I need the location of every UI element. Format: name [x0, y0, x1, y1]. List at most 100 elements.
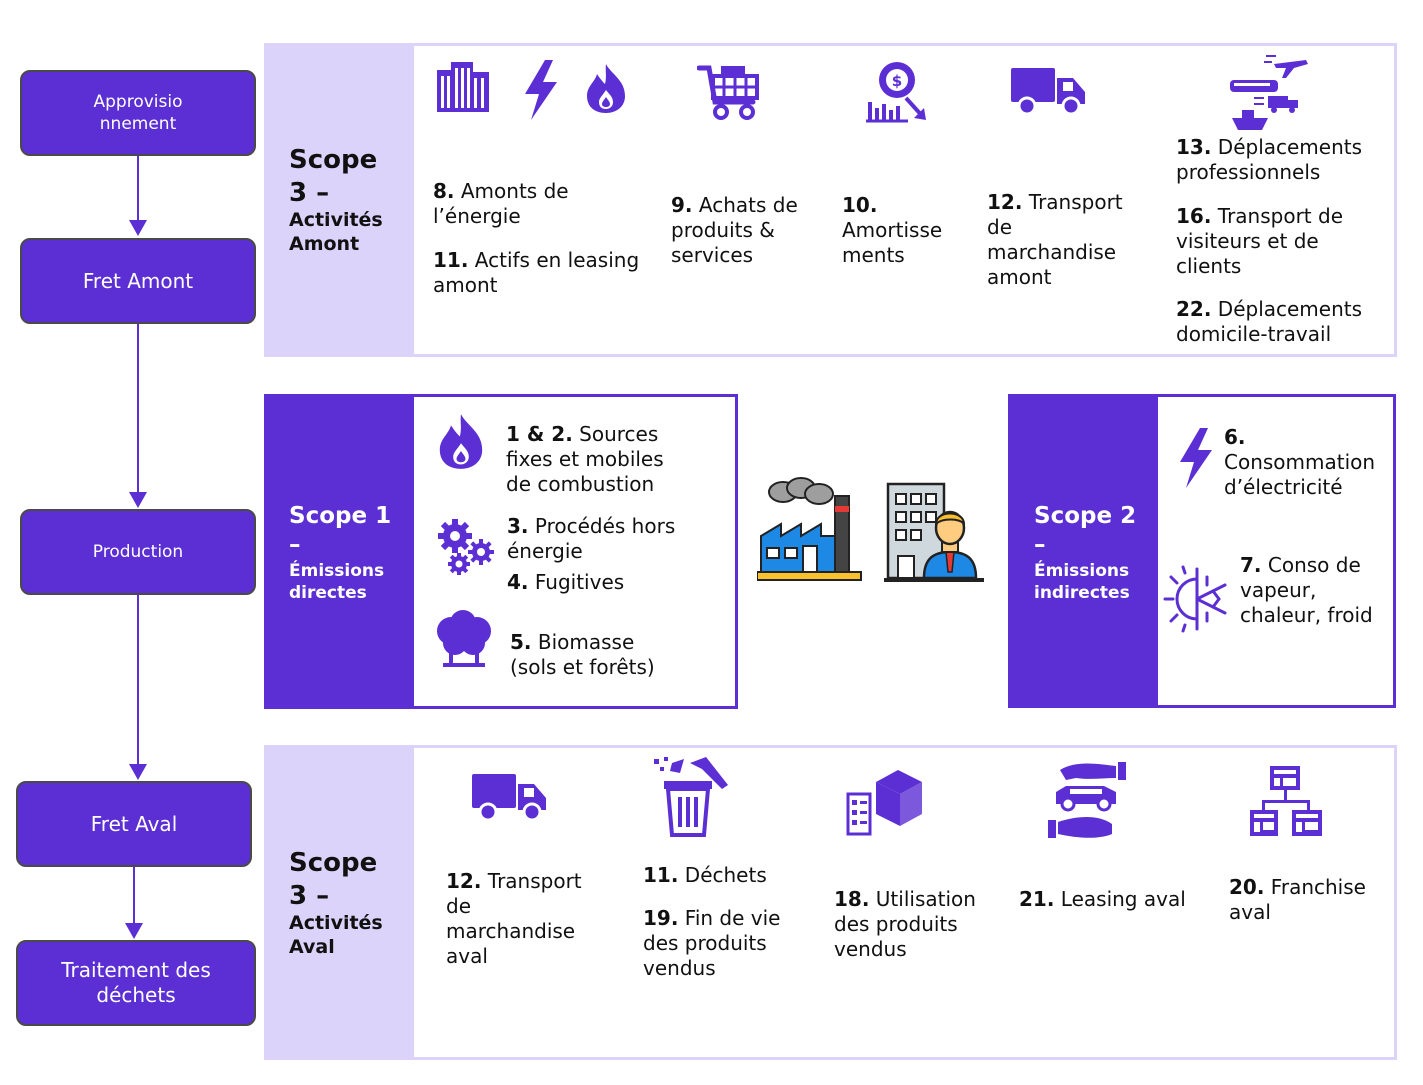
- item-number: 11.: [643, 863, 679, 887]
- scope-title-main: Scope 3 –: [289, 145, 378, 208]
- scope3-upstream-sidebar: [264, 43, 414, 357]
- scope1-item-3: 3. Procédés hors énergie: [507, 514, 707, 564]
- scope1-item-4: 4. Fugitives: [507, 570, 707, 595]
- scope1-item-5: 5. Biomasse (sols et forêts): [510, 630, 675, 680]
- scope3-upstream-title: Scope 3 – Activités Amont: [289, 144, 399, 257]
- scope2-item-6: 6. Consommation d’électricité: [1224, 425, 1394, 500]
- upstream-item-8: 8. Amonts de l’énergie: [433, 179, 633, 229]
- scope-title-sub: Émissions indirectes: [1034, 560, 1130, 603]
- office-worker-icon: [884, 480, 988, 584]
- depreciation-icon: $: [864, 58, 930, 124]
- scope1-item-1-2: 1 & 2. Sources fixes et mobiles de combu…: [506, 422, 686, 497]
- flow-step-fret-aval: Fret Aval: [16, 781, 252, 867]
- flow-step-label: Fret Amont: [82, 269, 194, 293]
- shopping-cart-icon: [697, 62, 763, 120]
- item-number: 8.: [433, 179, 455, 203]
- item-text: Déchets: [678, 863, 767, 887]
- flow-arrowhead: [125, 923, 143, 939]
- downstream-item-11: 11. Déchets: [643, 863, 813, 888]
- franchise-icon: [1248, 764, 1324, 838]
- upstream-item-13: 13. Déplacements professionnels: [1176, 135, 1391, 185]
- item-number: 5.: [510, 630, 532, 654]
- flow-arrowhead: [129, 764, 147, 780]
- scope2-title: Scope 2 – Émissions indirectes: [1034, 502, 1149, 604]
- downstream-item-12: 12. Transport de marchandise aval: [446, 869, 606, 969]
- downstream-item-20: 20. Franchise aval: [1229, 875, 1389, 925]
- flow-step-label: Production: [92, 542, 184, 562]
- item-number: 11.: [433, 248, 469, 272]
- product-box-icon: [846, 764, 924, 836]
- item-number: 7.: [1240, 553, 1262, 577]
- item-text: Franchise aval: [1229, 875, 1366, 924]
- item-text: Amortisse ments: [842, 218, 943, 267]
- item-number: 10.: [842, 193, 878, 217]
- scope-title-main: Scope 1 –: [289, 503, 392, 558]
- item-number: 20.: [1229, 875, 1265, 899]
- flow-step-label: Traitement des déchets: [61, 958, 211, 1007]
- fire-icon: [585, 62, 627, 114]
- factory-icon: [757, 476, 865, 582]
- item-text: Transport de visiteurs et de clients: [1176, 204, 1343, 278]
- upstream-item-16: 16. Transport de visiteurs et de clients: [1176, 204, 1366, 279]
- scope-title-sub: Émissions directes: [289, 560, 385, 603]
- travel-icon: [1228, 52, 1310, 134]
- item-number: 19.: [643, 906, 679, 930]
- trash-bin-icon: [650, 755, 734, 839]
- item-text: Transport de marchandise amont: [987, 190, 1123, 289]
- item-text: Utilisation des produits vendus: [834, 887, 976, 961]
- truck-icon: [1011, 66, 1087, 116]
- item-number: 6.: [1224, 425, 1246, 449]
- item-number: 9.: [671, 193, 693, 217]
- scope-title-sub: Activités Amont: [289, 209, 383, 255]
- downstream-item-21: 21. Leasing aval: [1019, 887, 1199, 912]
- item-text: Fin de vie des produits vendus: [643, 906, 781, 980]
- item-text: Achats de produits & services: [671, 193, 798, 267]
- heat-cold-icon: [1163, 565, 1231, 633]
- item-text: Transport de marchandise aval: [446, 869, 582, 968]
- upstream-item-22: 22. Déplacements domicile-travail: [1176, 297, 1391, 347]
- item-number: 16.: [1176, 204, 1212, 228]
- item-number: 21.: [1019, 887, 1055, 911]
- flow-step-traitement-dechets: Traitement des déchets: [16, 940, 256, 1026]
- upstream-item-9: 9. Achats de produits & services: [671, 193, 821, 268]
- item-number: 13.: [1176, 135, 1212, 159]
- item-text: Conso de vapeur, chaleur, froid: [1240, 553, 1373, 627]
- flow-step-label: Approvisio nnement: [93, 92, 183, 134]
- downstream-item-19: 19. Fin de vie des produits vendus: [643, 906, 803, 981]
- flow-connector: [137, 156, 139, 222]
- lightning-icon: [521, 60, 561, 120]
- flow-connector: [137, 324, 139, 494]
- upstream-item-11: 11. Actifs en leasing amont: [433, 248, 648, 298]
- scope3-downstream-panel: [264, 745, 1397, 1060]
- item-text: Déplacements professionnels: [1176, 135, 1363, 184]
- flow-arrowhead: [129, 220, 147, 236]
- item-text: Consommation d’électricité: [1224, 450, 1376, 499]
- scope3-downstream-title: Scope 3 – Activités Aval: [289, 847, 399, 960]
- item-text: Déplacements domicile-travail: [1176, 297, 1363, 346]
- item-number: 12.: [987, 190, 1023, 214]
- item-number: 4.: [507, 570, 529, 594]
- upstream-item-10: 10. Amortisse ments: [842, 193, 962, 268]
- flow-step-label: Fret Aval: [90, 812, 178, 836]
- item-text: Actifs en leasing amont: [433, 248, 640, 297]
- flow-step-fret-amont: Fret Amont: [20, 238, 256, 324]
- car-leasing-icon: [1046, 758, 1130, 842]
- gears-icon: [437, 518, 495, 578]
- flame-icon: [437, 412, 485, 470]
- scope-title-sub: Activités Aval: [289, 912, 383, 958]
- scope1-sidebar: [264, 394, 414, 709]
- scope2-sidebar: [1008, 394, 1158, 708]
- scope2-item-7: 7. Conso de vapeur, chaleur, froid: [1240, 553, 1380, 628]
- item-number: 18.: [834, 887, 870, 911]
- scope1-title: Scope 1 – Émissions directes: [289, 502, 404, 604]
- item-text: Amonts de l’énergie: [433, 179, 569, 228]
- flow-connector: [137, 595, 139, 765]
- flow-step-production: Production: [20, 509, 256, 595]
- item-text: Leasing aval: [1054, 887, 1186, 911]
- forest-icon: [435, 609, 493, 669]
- downstream-item-18: 18. Utilisation des produits vendus: [834, 887, 994, 962]
- scope-title-main: Scope 2 –: [1034, 503, 1137, 558]
- flow-step-approvisionnement: Approvisio nnement: [20, 70, 256, 156]
- scope-title-main: Scope 3 –: [289, 848, 378, 911]
- item-number: 22.: [1176, 297, 1212, 321]
